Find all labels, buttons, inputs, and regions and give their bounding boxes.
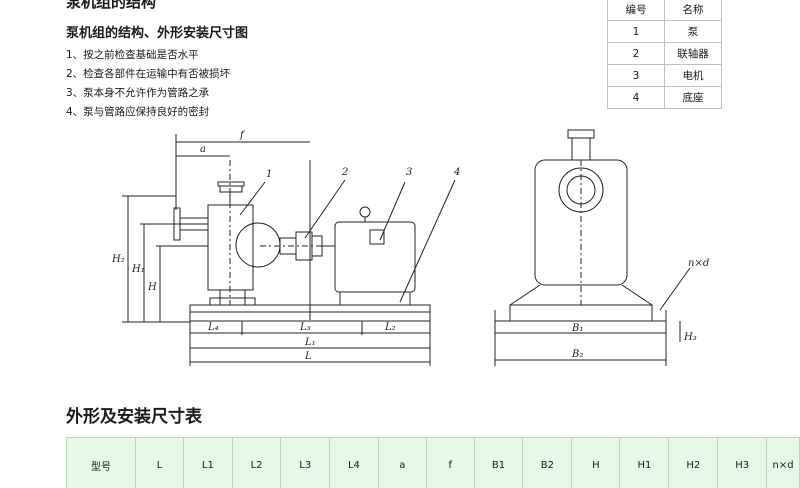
label-h2: H₂ <box>111 254 125 265</box>
motor <box>260 206 416 306</box>
label-f: f <box>239 130 246 141</box>
col-header-l1: L1 <box>183 437 233 488</box>
section-subtitle: 泵机组的结构、外形安装尺寸图 <box>66 26 249 41</box>
col-header-a: a <box>377 437 427 488</box>
label-h3: H₃ <box>683 332 697 343</box>
motor-terminal-box <box>369 229 385 245</box>
part-number: 4 <box>607 86 665 109</box>
col-header-f: f <box>425 437 475 488</box>
col-header-h2: H2 <box>668 437 719 488</box>
col-header-name: 名称 <box>664 0 722 21</box>
label-l1: L₁ <box>304 337 316 348</box>
part-name: 底座 <box>664 86 722 109</box>
dimension-table-title: 外形及安装尺寸表 <box>66 407 202 427</box>
label-b2: B₂ <box>571 349 583 360</box>
note-item: 1、按之前检查基础是否水平 <box>66 49 199 61</box>
col-header-b2: B2 <box>522 437 573 488</box>
table-row: 4 底座 <box>607 86 722 109</box>
table-row: 1 泵 <box>607 20 722 43</box>
label-4: 4 <box>453 167 460 178</box>
label-a: a <box>200 144 206 155</box>
coupling <box>279 160 323 320</box>
part-number: 1 <box>607 20 665 43</box>
label-2: 2 <box>341 167 348 178</box>
col-header-h: H <box>571 437 621 488</box>
col-header-l4: L4 <box>329 437 379 488</box>
label-l: L <box>304 351 312 362</box>
label-h: H <box>147 282 157 293</box>
front-view <box>494 129 691 366</box>
dimension-table: 型号 L L1 L2 L3 L4 a f B1 B2 H H1 H2 H3 n×… <box>65 437 800 488</box>
col-header-b1: B1 <box>473 437 524 488</box>
table-row: 3 电机 <box>607 64 722 87</box>
col-header-l: L <box>135 437 185 488</box>
part-number: 3 <box>607 64 665 87</box>
dimension-header-row: 型号 L L1 L2 L3 L4 a f B1 B2 H H1 H2 H3 n×… <box>65 437 800 488</box>
label-l2: L₂ <box>384 322 396 333</box>
note-item: 3、泵本身不允许作为管路之承 <box>66 87 210 99</box>
label-nxd: n×d <box>688 258 709 269</box>
page-title: 泵机组的结构 <box>66 0 157 11</box>
label-3: 3 <box>406 167 412 178</box>
col-header-h1: H1 <box>619 437 670 488</box>
col-header-number: 编号 <box>607 0 665 21</box>
label-1: 1 <box>266 169 272 180</box>
label-l4: L₄ <box>207 322 219 333</box>
side-view <box>122 134 456 366</box>
parts-table: 编号 名称 1 泵 2 联轴器 3 电机 4 底座 <box>607 0 722 109</box>
col-header-nxd: n×d <box>766 437 800 488</box>
col-header-l3: L3 <box>280 437 331 488</box>
part-number: 2 <box>607 42 665 65</box>
table-row: 2 联轴器 <box>607 42 722 65</box>
label-l3: L₃ <box>299 322 311 333</box>
pump-assembly-drawing: f a 1 2 3 4 H₂ H₁ H L₄ L₃ L₂ L₁ L n×d B₁… <box>111 129 709 366</box>
parts-header-row: 编号 名称 <box>607 0 722 21</box>
label-h1: H₁ <box>131 264 145 275</box>
part-name: 泵 <box>664 20 722 43</box>
col-header-h3: H3 <box>717 437 768 488</box>
label-b1: B₁ <box>571 323 583 334</box>
pump-body <box>173 160 281 306</box>
col-header-l2: L2 <box>231 437 282 488</box>
note-item: 2、检查各部件在运输中有否被损坏 <box>66 68 231 80</box>
install-notes: 1、按之前检查基础是否水平 2、检查各部件在运输中有否被损坏 3、泵本身不允许作… <box>66 46 230 122</box>
part-name: 联轴器 <box>664 42 722 65</box>
note-item: 4、泵与管路应保持良好的密封 <box>66 106 210 118</box>
col-header-model: 型号 <box>65 437 137 488</box>
part-name: 电机 <box>664 64 722 87</box>
